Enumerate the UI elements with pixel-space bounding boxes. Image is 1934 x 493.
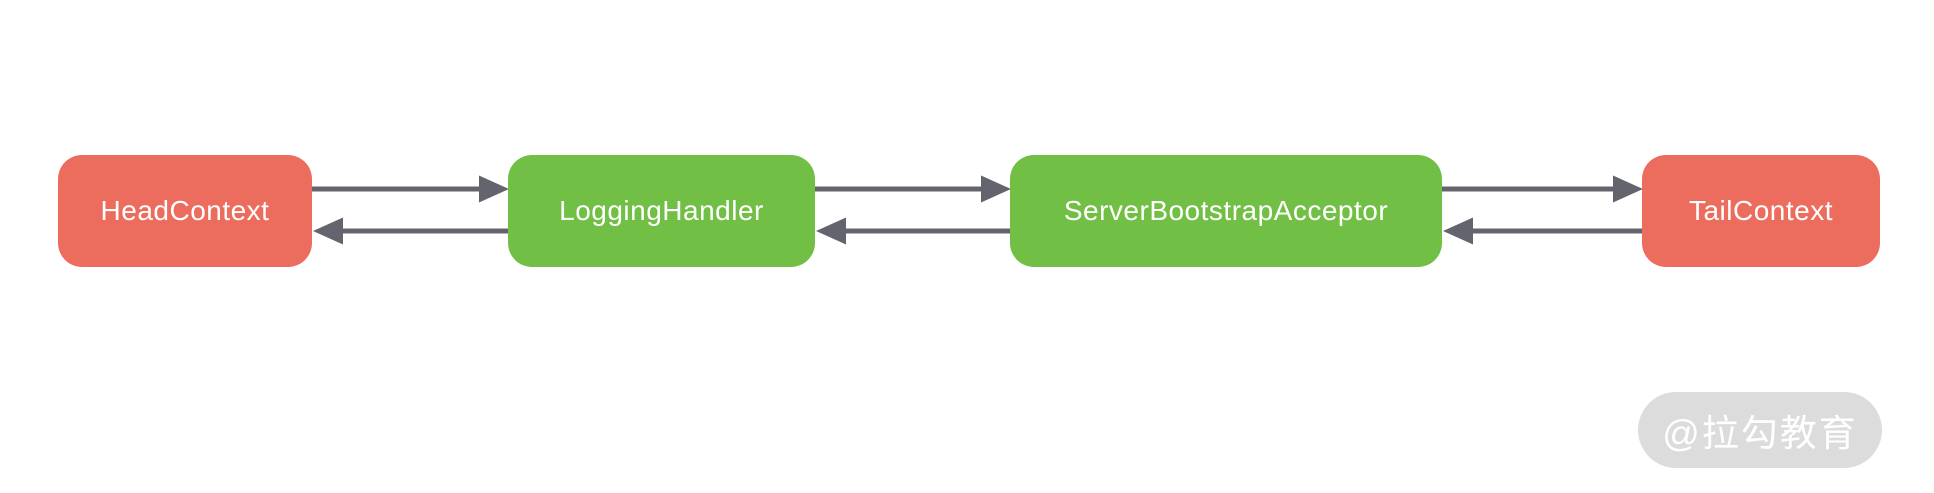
node-headcontext: HeadContext: [58, 155, 312, 267]
node-tailcontext: TailContext: [1642, 155, 1880, 267]
arrow-logginghandler-to-serverbootstrapacceptor: [815, 175, 1011, 203]
watermark-badge: @拉勾教育: [1638, 392, 1882, 468]
arrow-serverbootstrapacceptor-to-logginghandler: [816, 217, 1010, 245]
node-serverbootstrapacceptor: ServerBootstrapAcceptor: [1010, 155, 1442, 267]
arrow-headcontext-to-logginghandler: [312, 175, 509, 203]
arrow-logginghandler-to-headcontext: [313, 217, 508, 245]
arrow-tailcontext-to-serverbootstrapacceptor: [1443, 217, 1642, 245]
node-logginghandler: LoggingHandler: [508, 155, 815, 267]
arrow-serverbootstrapacceptor-to-tailcontext: [1442, 175, 1643, 203]
